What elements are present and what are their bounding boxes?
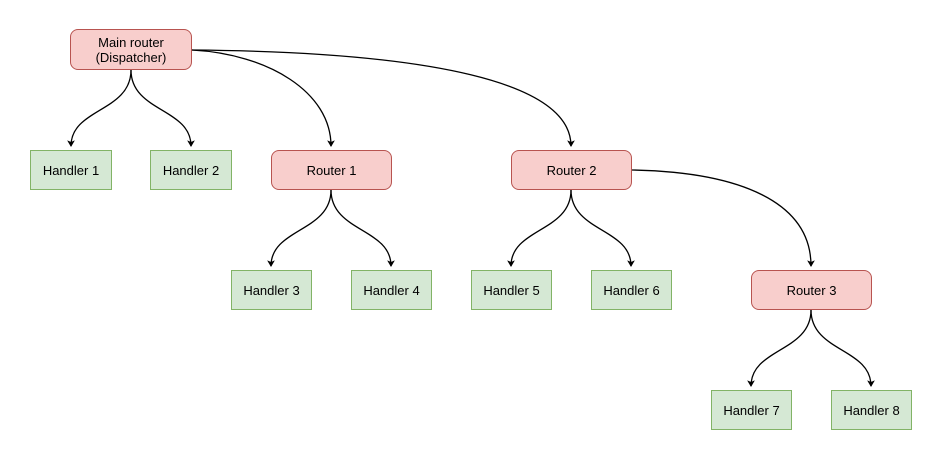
edge-router-3-to-handler-7 [747, 309, 812, 388]
node-label-handler-5: Handler 5 [483, 282, 540, 298]
node-label-router-3: Router 3 [786, 282, 837, 298]
node-handler-8[interactable]: Handler 8 [831, 390, 912, 430]
node-handler-5[interactable]: Handler 5 [471, 270, 552, 310]
edge-main-router-to-handler-1 [67, 69, 132, 148]
edge-main-router-to-router-1 [191, 49, 335, 148]
edges-group [67, 49, 875, 388]
node-handler-2[interactable]: Handler 2 [150, 150, 232, 190]
node-main-router[interactable]: Main router (Dispatcher) [70, 29, 192, 70]
edge-router-1-to-handler-4 [330, 189, 395, 268]
node-label-handler-3: Handler 3 [243, 282, 300, 298]
node-router-1[interactable]: Router 1 [271, 150, 392, 190]
node-router-2[interactable]: Router 2 [511, 150, 632, 190]
node-label-handler-2: Handler 2 [162, 162, 220, 178]
edge-router-1-to-handler-3 [267, 189, 332, 268]
node-label-main-router: Main router (Dispatcher) [95, 34, 167, 65]
node-label-handler-1: Handler 1 [42, 162, 100, 178]
node-label-handler-6: Handler 6 [603, 282, 660, 298]
node-label-handler-8: Handler 8 [843, 402, 900, 418]
node-handler-3[interactable]: Handler 3 [231, 270, 312, 310]
node-label-router-1: Router 1 [306, 162, 357, 178]
edge-main-router-to-router-2 [191, 49, 575, 148]
node-handler-4[interactable]: Handler 4 [351, 270, 432, 310]
edge-main-router-to-handler-2 [130, 69, 195, 148]
node-label-router-2: Router 2 [546, 162, 597, 178]
edge-router-2-to-handler-5 [507, 189, 572, 268]
edge-router-2-to-handler-6 [570, 189, 635, 268]
node-label-handler-4: Handler 4 [363, 282, 420, 298]
node-handler-7[interactable]: Handler 7 [711, 390, 792, 430]
node-label-handler-7: Handler 7 [723, 402, 780, 418]
node-router-3[interactable]: Router 3 [751, 270, 872, 310]
edge-router-3-to-handler-8 [810, 309, 875, 388]
edge-router-2-to-router-3 [631, 169, 815, 268]
node-handler-6[interactable]: Handler 6 [591, 270, 672, 310]
node-handler-1[interactable]: Handler 1 [30, 150, 112, 190]
